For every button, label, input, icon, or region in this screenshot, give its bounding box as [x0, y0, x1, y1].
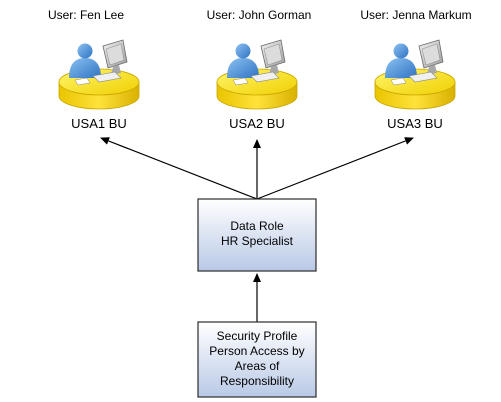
user-workstation-icon — [374, 39, 456, 110]
bu-label-2: USA2 BU — [229, 116, 285, 131]
user-label-1: User: Fen Lee — [48, 8, 124, 22]
bu-label-1: USA1 BU — [71, 116, 127, 131]
data-role-box — [197, 198, 317, 272]
user-workstation-icon — [216, 39, 298, 110]
bu-label-3: USA3 BU — [387, 116, 443, 131]
arrow-to-usa3 — [256, 137, 414, 200]
security-profile-line1: Security Profile — [217, 329, 298, 343]
data-role-line1: Data Role — [230, 219, 284, 233]
user-label-2: User: John Gorman — [207, 8, 312, 22]
user-workstation-icon — [58, 39, 140, 110]
data-role-line2: HR Specialist — [221, 234, 294, 248]
security-profile-line4: Responsibility — [220, 374, 294, 388]
security-profile-line3: Areas of — [235, 359, 280, 373]
user-label-3: User: Jenna Markum — [360, 8, 471, 22]
arrow-to-usa1 — [100, 137, 258, 200]
security-profile-line2: Person Access by — [209, 344, 304, 358]
security-profile-box — [197, 321, 317, 398]
